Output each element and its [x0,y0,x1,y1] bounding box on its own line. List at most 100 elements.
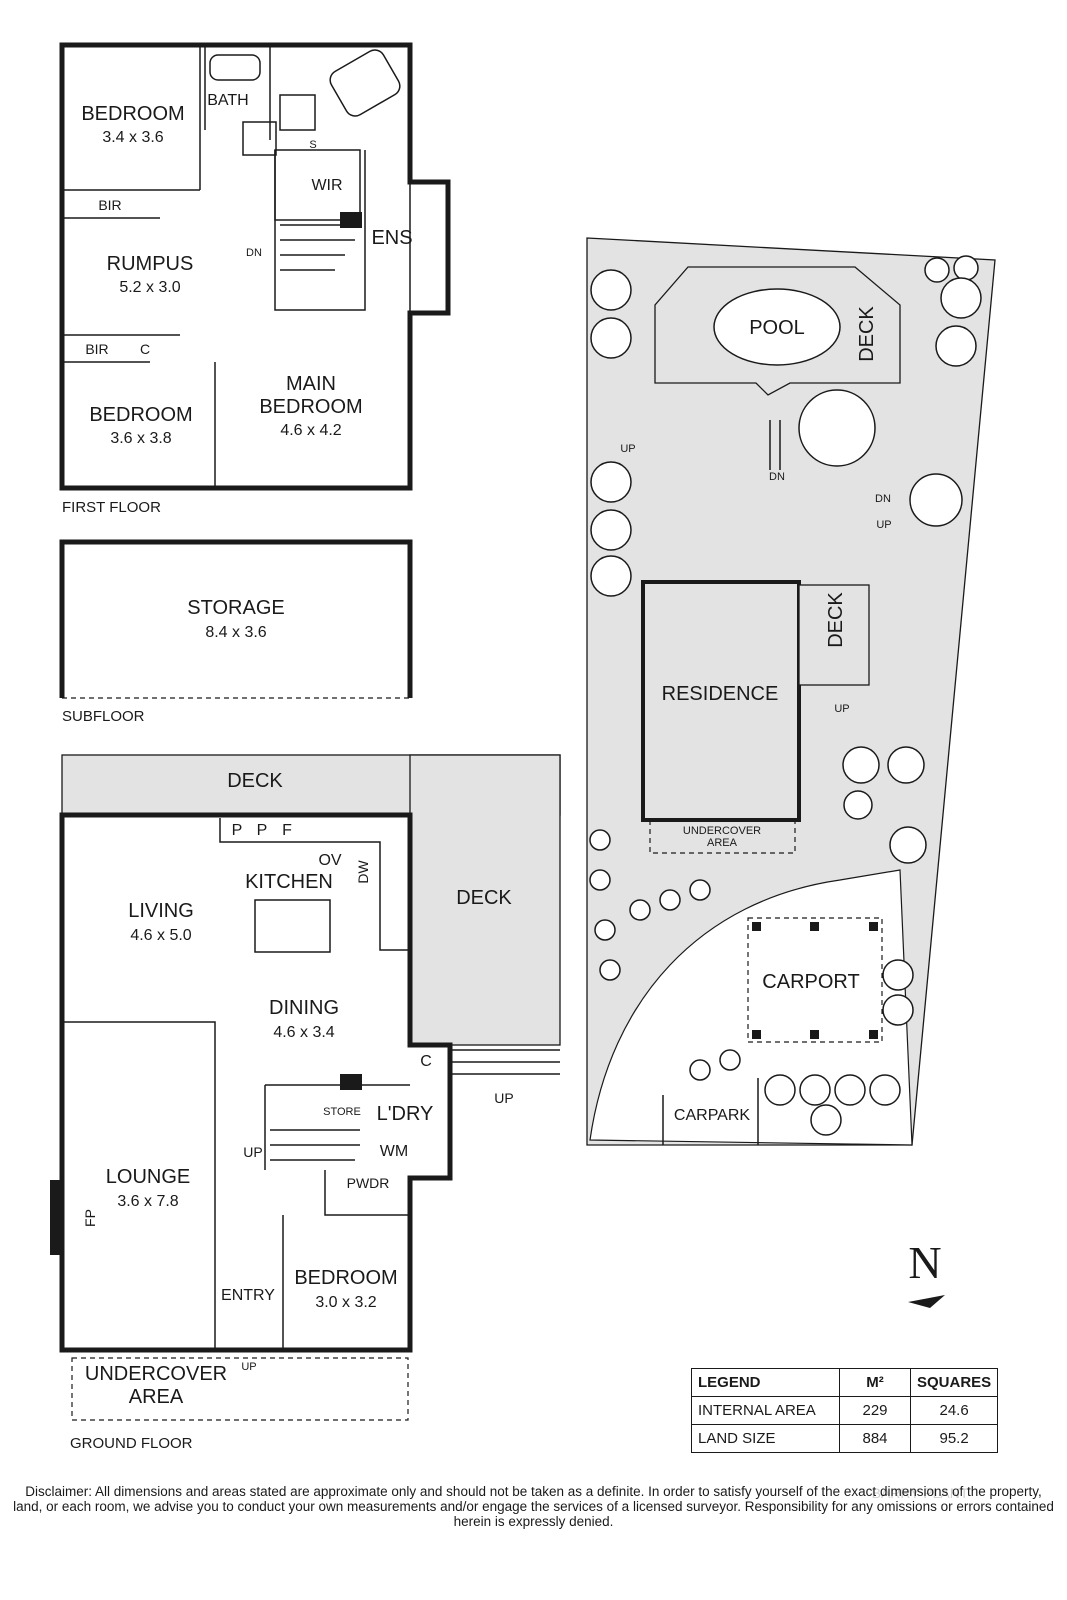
laundry-label: L'DRY [377,1103,434,1125]
legend-table: LEGEND M² SQUARES INTERNAL AREA 229 24.6… [691,1368,999,1453]
driveway [589,869,913,1146]
oven-label: OV [318,852,341,869]
watermark: BARRY PLANT [872,1485,969,1501]
site-dn-1: DN [769,471,785,483]
tree [869,1074,901,1106]
legend-row-label: INTERNAL AREA [691,1396,840,1425]
north-pointer-icon [908,1295,945,1308]
carport-posts [752,922,878,1039]
ens-vanity [409,181,449,314]
squares-header: SQUARES [909,1368,999,1397]
bedroom-ground-label: BEDROOM [294,1267,397,1289]
residence-deck-label: DECK [825,592,847,648]
deck-side-label: DECK [456,887,512,909]
fireplace [50,1180,64,1255]
carport-post [869,1030,878,1039]
site-dn-2: DN [875,493,891,505]
legend-row: INTERNAL AREA 229 24.6 [691,1396,999,1425]
pantry-p2: P [257,822,268,839]
m2-header: M² [839,1368,911,1397]
lounge-label: LOUNGE [106,1166,190,1188]
legend-row-squares: 24.6 [909,1396,999,1425]
tree [599,959,621,981]
laundry-fixture [340,1074,362,1090]
subfloor-caption: SUBFLOOR [62,708,145,725]
disclaimer-text: Disclaimer: All dimensions and areas sta… [13,1484,1054,1529]
tree [940,277,982,319]
tree [590,461,632,503]
wm-label: WM [380,1143,408,1160]
lounge-dims: 3.6 x 7.8 [117,1193,178,1210]
tree [935,325,977,367]
kitchen-bench [219,818,408,951]
tree [889,826,927,864]
tree [590,269,632,311]
main-bedroom-line2: BEDROOM [259,396,362,418]
subfloor-plan: STORAGE 8.4 x 3.6 SUBFLOOR [59,539,413,725]
tree [953,255,979,281]
carpark-bay [662,1078,759,1145]
legend-row-squares: 95.2 [909,1424,999,1453]
kitchen-label: KITCHEN [245,871,333,893]
storage-outline [59,539,413,698]
living-dims: 4.6 x 5.0 [130,927,191,944]
first-floor-stairs [280,224,360,271]
site-undercover-outline [649,819,796,854]
tree [810,1104,842,1136]
tree [689,1059,711,1081]
ens-fixture [340,212,362,228]
carport-outline [747,917,883,1043]
ens-label: ENS [371,227,412,249]
north-letter: N [908,1237,941,1288]
tree [909,473,963,527]
ground-floor-caption: GROUND FLOOR [70,1435,193,1452]
deck-top-label: DECK [227,770,283,792]
living-label: LIVING [128,900,194,922]
carport-label: CARPORT [762,971,859,993]
tree [924,257,950,283]
tree [590,555,632,597]
tree [594,919,616,941]
tree [659,889,681,911]
bir1-label: BIR [98,197,121,213]
undercover-line1: UNDERCOVER [85,1363,227,1385]
site-undercover-line1: UNDERCOVER [683,825,761,837]
tree [590,509,632,551]
fridge-f: F [282,822,292,839]
site-undercover-line2: AREA [707,837,738,849]
stairs-up-label: UP [243,1144,262,1160]
tree [843,790,873,820]
site-up-2: UP [876,519,891,531]
tree [589,869,611,891]
bedroom-ground-dims: 3.0 x 3.2 [315,1294,376,1311]
storage-dims: 8.4 x 3.6 [205,624,266,641]
site-up-1: UP [620,443,635,455]
rumpus-dims: 5.2 x 3.0 [119,279,180,296]
dining-label: DINING [269,997,339,1019]
first-floor-walls [62,45,366,488]
carport-post [752,1030,761,1039]
bedroom2-label: BEDROOM [89,404,192,426]
carpark-label: CARPARK [674,1107,750,1124]
entry-up-label: UP [241,1361,256,1373]
bedroom1-dims: 3.4 x 3.6 [102,129,163,146]
first-floor-plan: BEDROOM 3.4 x 3.6 BATH WIR ENS BIR RUMPU… [59,42,451,516]
carport-post [810,922,819,931]
tree [887,746,925,784]
dishwasher-label: DW [355,860,371,884]
fp-label: FP [82,1209,98,1227]
pwdr-label: PWDR [347,1175,390,1191]
legend-row-m2: 229 [839,1396,911,1425]
storage-label: STORAGE [187,597,284,619]
pool-deck-label: DECK [856,306,878,362]
dining-dims: 4.6 x 3.4 [273,1024,334,1041]
site-trees [589,255,982,1136]
pool-shape [713,288,841,366]
bir2-label: BIR [85,341,108,357]
shower-1 [279,94,316,131]
shower-2 [242,121,277,156]
site-plan: POOL DECK RESIDENCE DECK UNDERCOVER AREA… [586,237,996,1146]
tree [799,1074,831,1106]
